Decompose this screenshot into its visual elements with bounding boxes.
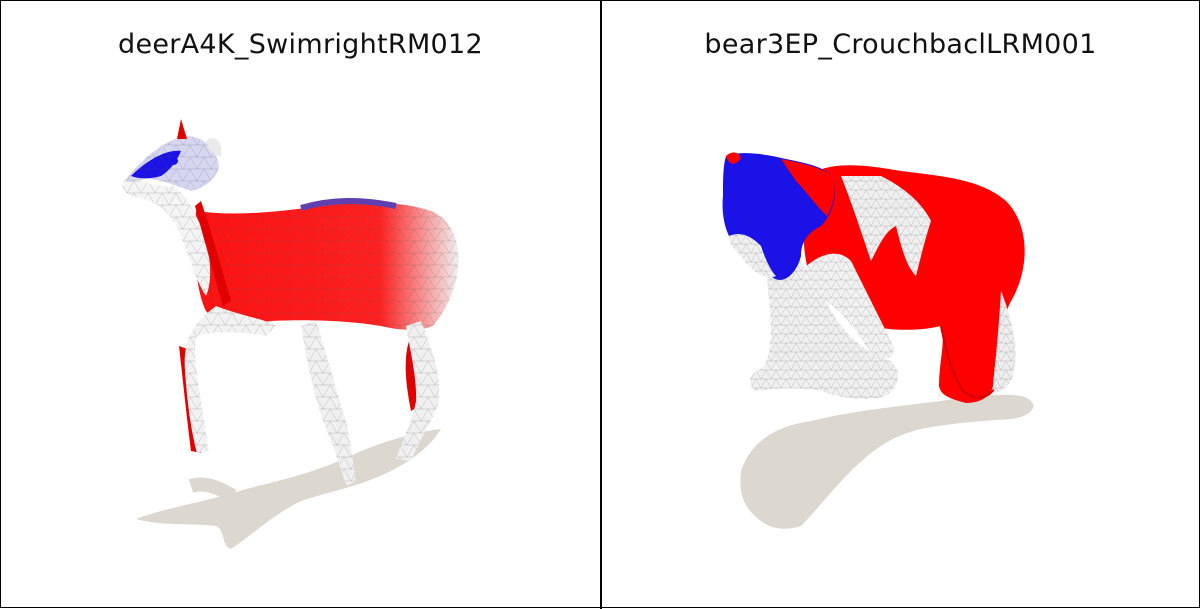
viewport-left[interactable]: deerA4K_SwimrightRM012 [1,1,600,607]
viewport-divider [600,1,602,609]
viewport-title: deerA4K_SwimrightRM012 [118,29,483,60]
deer-mesh-render [122,119,459,549]
bear-shadow [740,394,1034,529]
viewport-right[interactable]: bear3EP_CrouchbaclLRM001 [601,1,1200,607]
deer-shadow [136,429,441,549]
viewport-title: bear3EP_CrouchbaclLRM001 [704,29,1097,60]
bear-body [803,165,1025,403]
bear-mesh-render [722,152,1034,529]
deer-front-leg-raised [184,306,276,453]
